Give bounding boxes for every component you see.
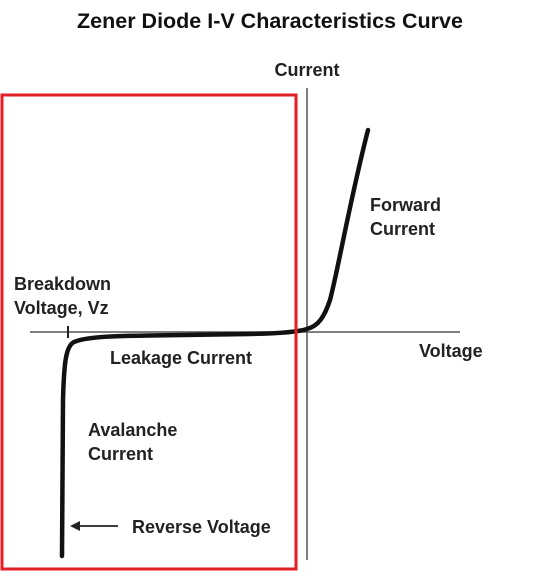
reverse-region-highlight-box xyxy=(0,93,298,571)
voltage-axis-label: Voltage xyxy=(419,341,483,361)
avalanche-current-label-line2: Current xyxy=(88,444,153,464)
breakdown-voltage-label-line2: Voltage, Vz xyxy=(14,298,109,318)
forward-current-label-line1: Forward xyxy=(370,195,441,215)
diagram-title: Zener Diode I-V Characteristics Curve xyxy=(77,9,463,33)
reverse-voltage-label: Reverse Voltage xyxy=(132,517,271,537)
forward-current-label-line2: Current xyxy=(370,219,435,239)
leakage-current-label: Leakage Current xyxy=(110,348,252,368)
current-axis-label: Current xyxy=(274,60,339,80)
avalanche-current-label-line1: Avalanche xyxy=(88,420,177,440)
iv-curve xyxy=(59,127,371,559)
reverse-voltage-arrowhead-icon xyxy=(70,521,80,531)
breakdown-voltage-label-line1: Breakdown xyxy=(14,274,111,294)
